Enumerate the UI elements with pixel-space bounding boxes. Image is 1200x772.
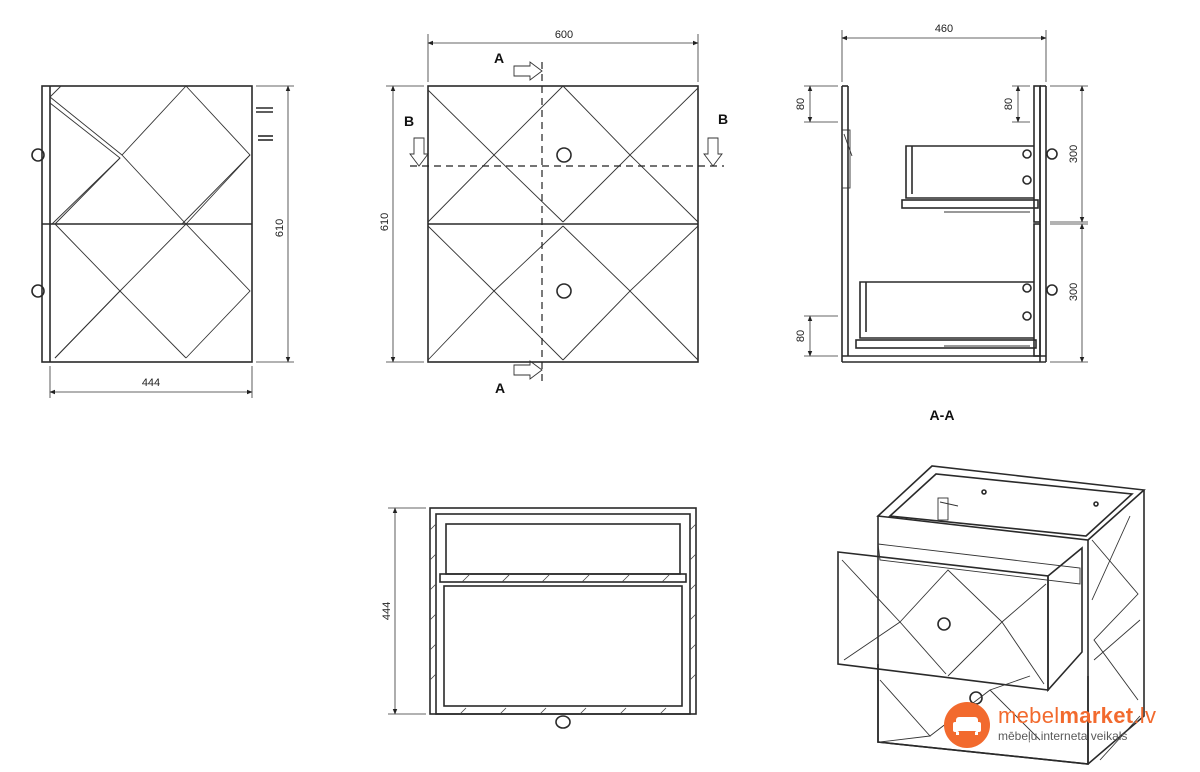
section-lower-drawer-label: 300 [1068,283,1080,301]
front-view-diamond-pattern [427,85,699,361]
hinge-icon [937,497,959,521]
section-marker-a-top: A [494,50,504,66]
brand-name-part1: mebel [998,703,1060,728]
hinge-icon [841,129,853,189]
handle-hole-icon [937,617,951,631]
brand-logo[interactable]: mebelmarket.lv mēbeļu interneta veikals [944,702,1194,754]
knob-icon [1046,284,1058,296]
section-arrow-a-bottom: A [495,360,543,396]
section-width-label: 460 [935,23,953,35]
section-bottom-offset-label: 80 [795,330,807,342]
section-top-offset-inner-label: 80 [1003,98,1015,110]
section-arrow-b-right: B [703,111,728,167]
section-marker-b-right: B [718,111,728,127]
section-top-offset-inner-dimension: 80 [1003,85,1030,123]
side-height-dimension: 610 [256,85,294,363]
sofa-logo-icon [944,702,990,748]
section-view: 460 80 80 300 300 [795,23,1088,423]
section-bottom-offset-dimension: 80 [795,315,838,357]
front-view: A A B B 600 610 [379,29,728,396]
section-arrow-b-left: B [404,113,429,167]
section-arrow-a-top: A [494,50,543,81]
knob-icon [1046,148,1058,160]
front-height-label: 610 [379,213,391,231]
upper-drawer-section [901,145,1039,213]
section-marker-b-left: B [404,113,414,129]
brand-name-part3: .lv [1133,703,1157,728]
section-top-offset-label: 80 [795,98,807,110]
plan-section-view: 444 [381,507,697,729]
knob-icon [31,284,45,298]
plan-depth-dimension: 444 [381,507,426,715]
section-width-dimension: 460 [841,23,1047,82]
brand-name-part2: market [1059,703,1134,728]
isometric-view [837,465,1146,765]
section-upper-drawer-dimension: 300 [1050,85,1088,223]
plan-depth-label: 444 [381,602,393,620]
section-title: A-A [930,407,955,423]
front-width-dimension: 600 [427,29,699,82]
side-view: 610 444 [31,85,294,398]
section-lower-drawer-dimension: 300 [1050,223,1088,363]
front-width-label: 600 [555,29,573,41]
side-view-diamond-pattern [49,85,251,359]
handle-hole-icon [556,147,572,163]
front-height-dimension: 610 [379,85,424,363]
plan-hatched-walls [429,523,697,715]
wall-fixing-icon [256,107,273,141]
plan-shelf-hatch [461,573,671,583]
section-marker-a-bottom: A [495,380,505,396]
section-top-offset-dimension: 80 [795,85,838,123]
brand-tagline: mēbeļu interneta veikals [998,729,1128,743]
brand-name: mebelmarket.lv [998,703,1156,729]
isometric-drawer-pattern [841,559,1047,685]
side-height-label: 610 [274,219,286,237]
isometric-side-pattern [1091,515,1141,761]
side-depth-label: 444 [142,377,160,389]
knob-icon [31,148,45,162]
lower-drawer-section [855,281,1037,349]
section-upper-drawer-label: 300 [1068,145,1080,163]
knob-icon [555,715,571,729]
handle-hole-icon [556,283,572,299]
side-depth-dimension: 444 [49,366,253,398]
